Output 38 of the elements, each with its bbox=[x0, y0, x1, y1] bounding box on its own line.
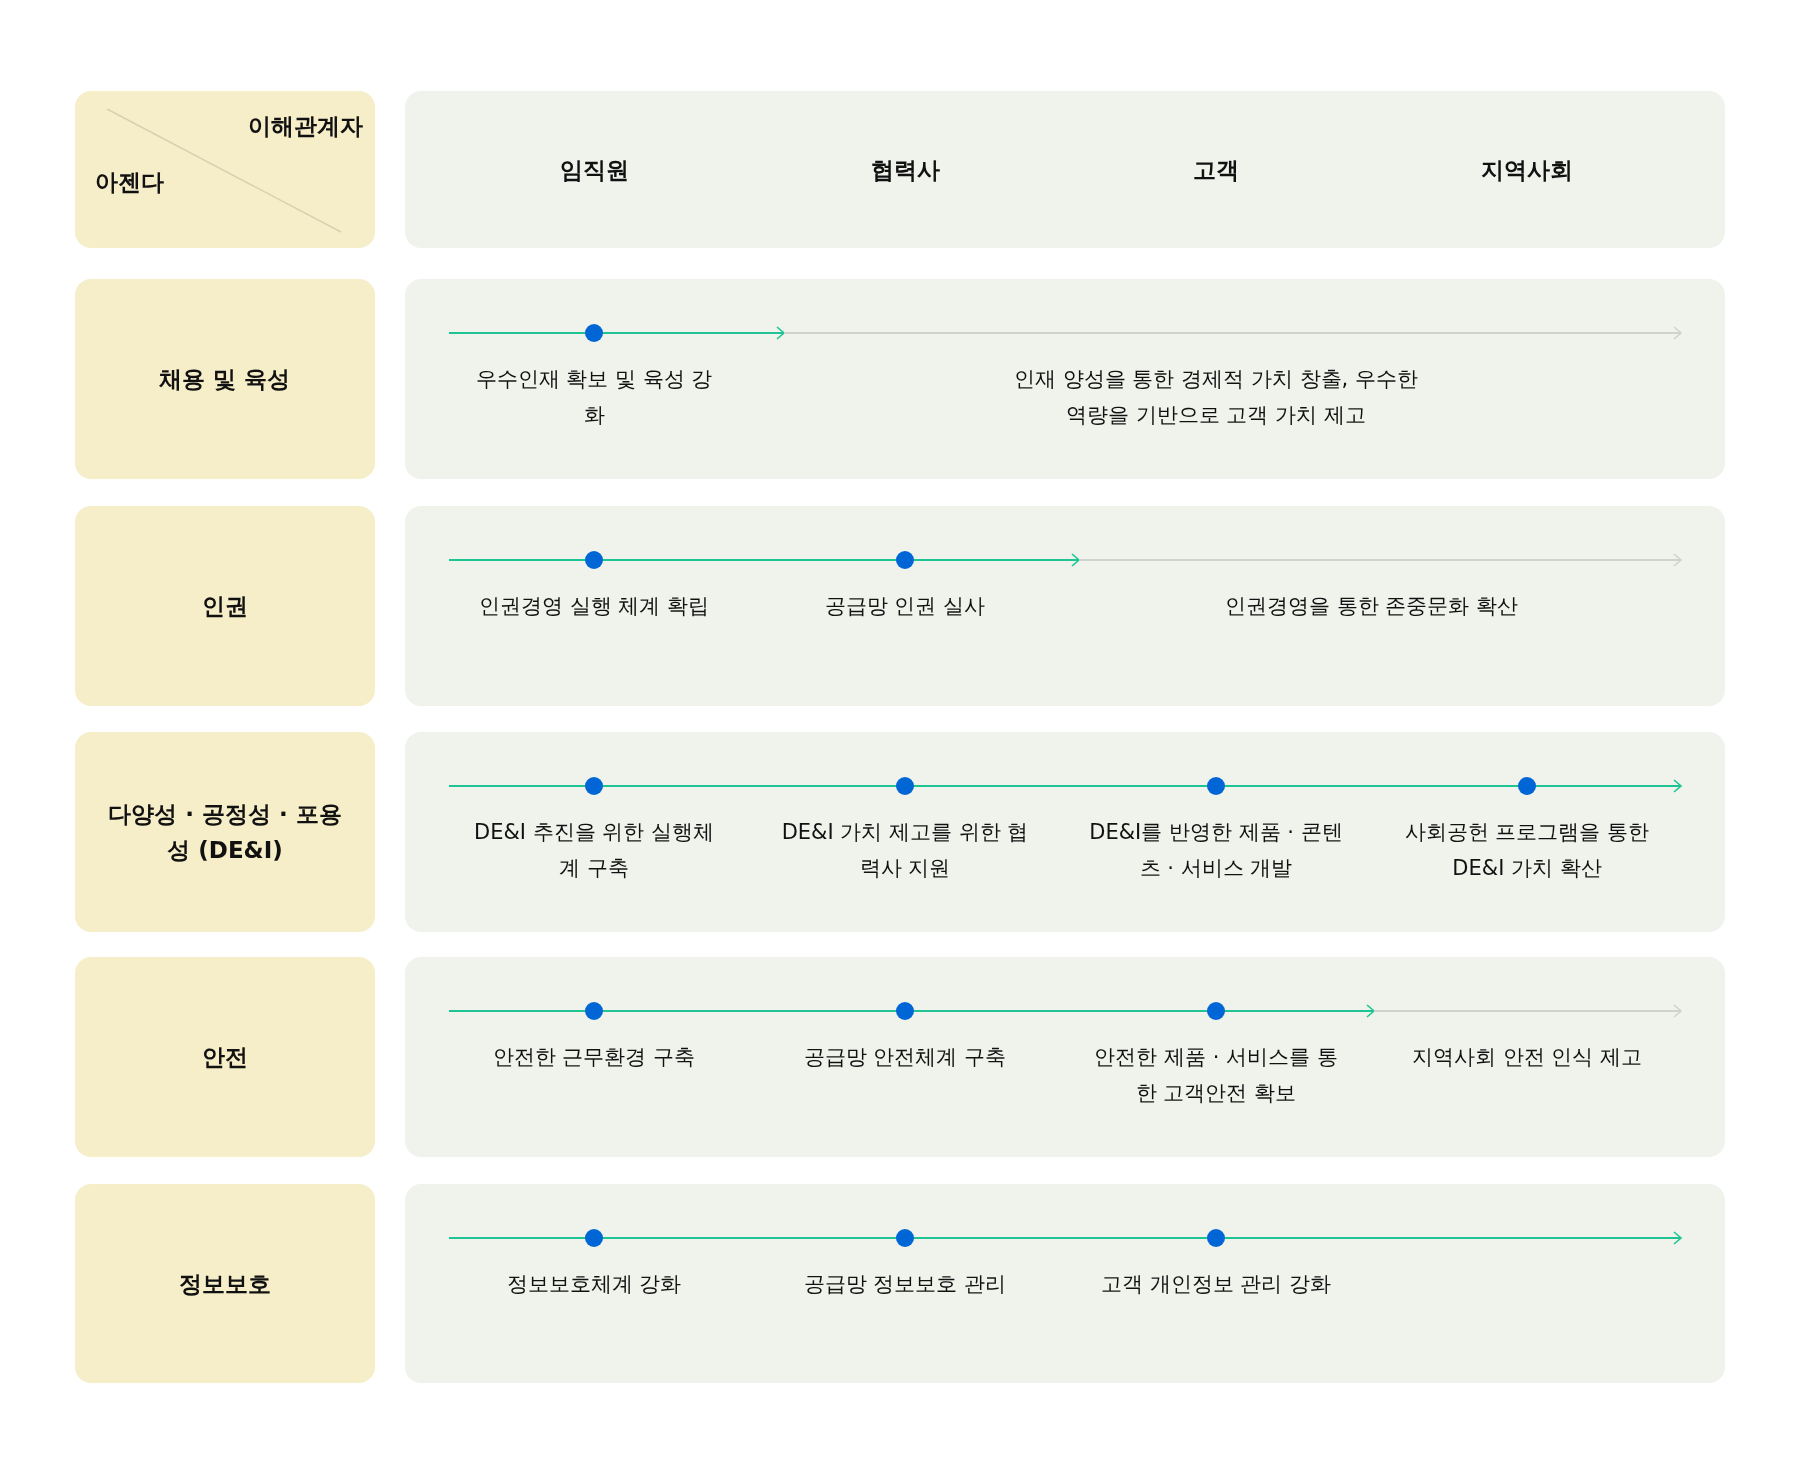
milestone-text: 공급망 정보보호 관리 bbox=[802, 1271, 1008, 1298]
timeline-panel bbox=[405, 506, 1725, 706]
header-corner-cell bbox=[75, 91, 375, 248]
milestone-text: 정보보호체계 강화 bbox=[505, 1271, 683, 1298]
timeline-panel bbox=[405, 732, 1725, 932]
agenda-title: 정보보호 bbox=[178, 1269, 272, 1299]
agenda-box bbox=[75, 957, 375, 1157]
stakeholder-heading: 협력사 bbox=[869, 155, 941, 185]
agenda-title: 인권 bbox=[201, 592, 249, 621]
stakeholder-heading: 고객 bbox=[1192, 155, 1240, 185]
milestone-text: 안전한 제품 · 서비스를 통한 고객안전 확보 bbox=[1093, 1044, 1339, 1107]
stakeholder-heading: 지역사회 bbox=[1480, 155, 1574, 185]
milestone-text: DE&I 추진을 위한 실행체계 구축 bbox=[472, 819, 715, 882]
timeline-panel bbox=[405, 1184, 1725, 1383]
milestone-text: 인권경영 실행 체계 확립 bbox=[478, 593, 710, 620]
timeline-panel bbox=[405, 957, 1725, 1157]
outcome-text: 지역사회 안전 인식 제고 bbox=[1411, 1044, 1643, 1071]
milestone-text: 안전한 근무환경 구축 bbox=[491, 1044, 697, 1071]
agenda-box bbox=[75, 732, 375, 932]
agenda-box bbox=[75, 279, 375, 479]
milestone-text: DE&I 가치 제고를 위한 협력사 지원 bbox=[780, 819, 1030, 882]
milestone-text: 우수인재 확보 및 육성 강화 bbox=[474, 366, 714, 429]
timeline-panel bbox=[405, 279, 1725, 479]
row-axis-label: 아젠다 bbox=[95, 168, 165, 197]
milestone-text: DE&I를 반영한 제품 · 콘텐츠 · 서비스 개발 bbox=[1088, 819, 1344, 882]
outcome-text: 인재 양성을 통한 경제적 가치 창출, 우수한 역량을 기반으로 고객 가치 제고 bbox=[1013, 366, 1419, 429]
outcome-text: 인권경영을 통한 존중문화 확산 bbox=[1224, 593, 1519, 620]
agenda-title: 채용 및 육성 bbox=[158, 365, 292, 394]
agenda-box bbox=[75, 1184, 375, 1383]
agenda-title: 다양성 · 공정성 · 포용성 (DE&I) bbox=[107, 800, 343, 865]
milestone-text: 공급망 안전체계 구축 bbox=[802, 1044, 1008, 1071]
column-axis-label: 이해관계자 bbox=[247, 112, 363, 141]
milestone-text: 공급망 인권 실사 bbox=[823, 593, 987, 620]
milestone-text: 사회공헌 프로그램을 통한 DE&I 가치 확산 bbox=[1403, 819, 1651, 882]
agenda-box bbox=[75, 506, 375, 706]
stakeholder-heading: 임직원 bbox=[558, 155, 630, 185]
agenda-title: 안전 bbox=[201, 1043, 249, 1072]
milestone-text: 고객 개인정보 관리 강화 bbox=[1100, 1271, 1332, 1298]
